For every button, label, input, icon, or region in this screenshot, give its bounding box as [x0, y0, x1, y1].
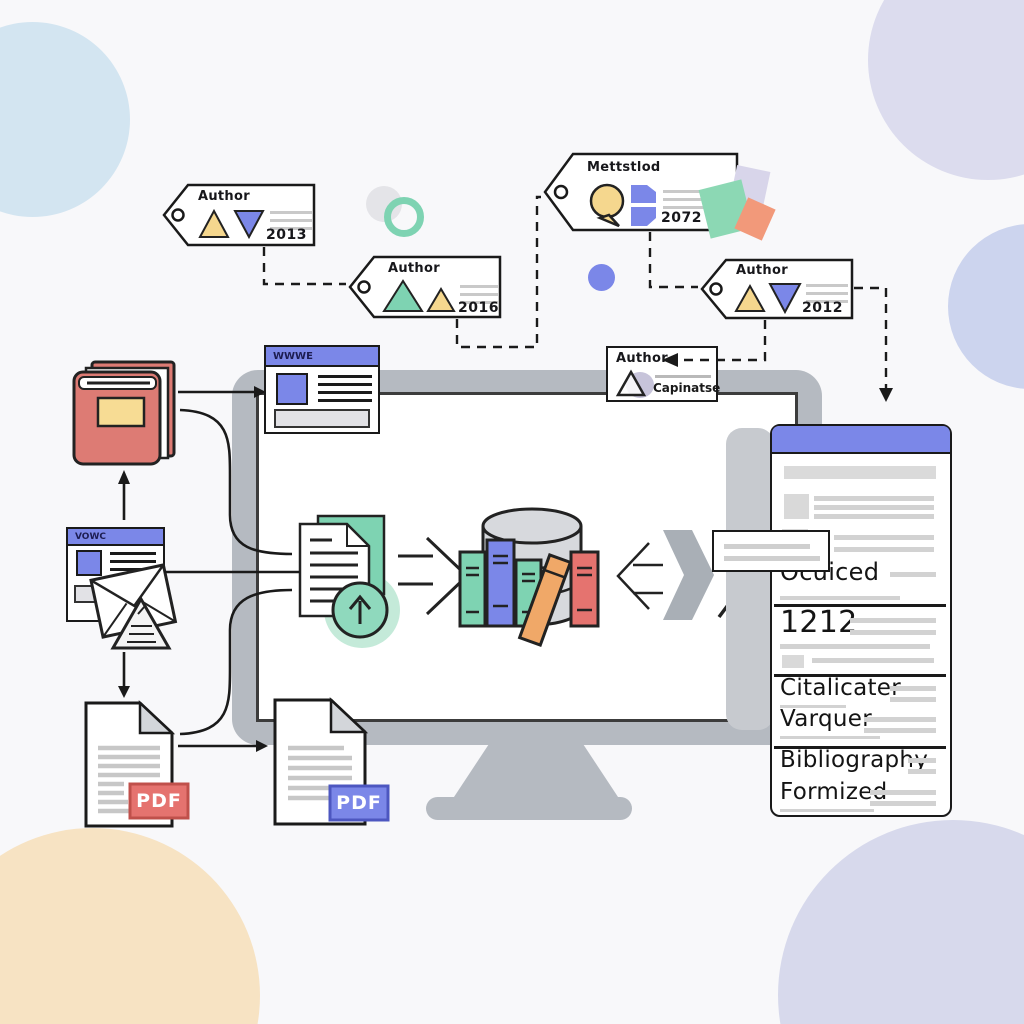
tag-2016-title: Author	[388, 261, 440, 276]
speech-bubble-icon	[589, 183, 625, 219]
triangle-up-yellow-icon	[198, 208, 230, 238]
triangle-up-yellow-icon	[734, 283, 766, 312]
arrow-left-icon	[616, 542, 663, 610]
author-card-title: Author	[616, 351, 668, 366]
tag-2012: Author 2012	[700, 258, 854, 320]
reference-panel: Ocuiced 1212 Citalicater Varquer Bibliog…	[770, 424, 952, 817]
tag-metadata-title: Mettstlod	[587, 160, 661, 175]
triangle-down-purple-icon	[233, 210, 265, 240]
panel-header	[772, 426, 950, 454]
monitor-base	[426, 797, 632, 820]
tag-metadata: Mettstlod 2072	[543, 152, 739, 232]
document-triangle-icon	[110, 595, 172, 650]
browser-window-top: WWWE	[264, 345, 380, 434]
panel-entry-style: Varquer	[780, 706, 872, 732]
tag-2016: Author 2016	[348, 255, 502, 319]
tag-2013: Author 2013	[162, 183, 316, 247]
pdf-badge-inner	[328, 784, 390, 822]
pdf-badge-left-label: PDF	[136, 790, 182, 812]
books-icon	[458, 538, 600, 648]
panel-entry-bibliography: Bibliography	[780, 747, 929, 773]
pdf-badge-left	[128, 782, 190, 820]
tag-2012-title: Author	[736, 263, 788, 278]
triangle-down-purple-icon	[768, 283, 802, 315]
panel-entry-citation: Citalicater	[780, 675, 902, 701]
triangle-outline-icon	[615, 369, 647, 397]
database-icon	[458, 507, 600, 648]
tag-2016-year: 2016	[458, 300, 499, 316]
pdf-badge-inner-label: PDF	[336, 792, 382, 814]
tag-metadata-year: 2072	[661, 210, 702, 226]
browser-left-title: VOWC	[75, 531, 106, 542]
browser-left-titlebar: VOWC	[68, 529, 163, 546]
panel-entry-year: 1212	[780, 605, 858, 640]
citation-card	[712, 530, 830, 572]
tag-2012-year: 2012	[802, 300, 843, 316]
envelope-icon	[89, 563, 178, 639]
chevron-right-gray-icon	[663, 530, 714, 620]
triangle-up-green-icon	[382, 279, 424, 312]
metadata-block-icon	[631, 185, 656, 203]
panel-back-page	[726, 428, 774, 730]
decor-purple-dot	[588, 264, 615, 291]
panel-entry-formatted: Formized	[780, 779, 888, 805]
browser-top-titlebar: WWWE	[266, 347, 378, 367]
triangle-up-yellow-icon	[426, 287, 456, 312]
decor-teal-ring-icon	[384, 197, 424, 237]
tag-2013-title: Author	[198, 189, 250, 204]
browser-top-title: WWWE	[273, 350, 313, 362]
upload-document-icon	[298, 514, 400, 648]
metadata-block-icon	[631, 207, 656, 226]
author-card-caption: Capinatse	[653, 381, 721, 395]
tag-2013-year: 2013	[266, 227, 307, 243]
